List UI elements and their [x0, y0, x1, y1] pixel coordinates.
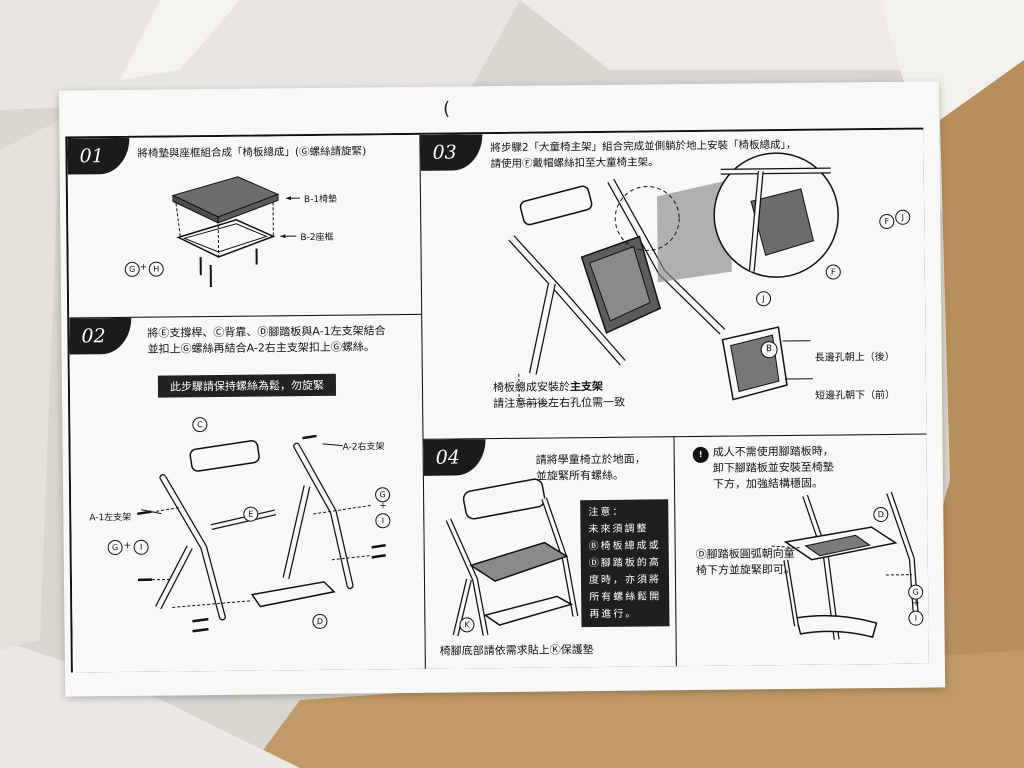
frame-assembly-illustration: [137, 434, 386, 633]
steps-grid: 01 將椅墊與座框組合成「椅板總成」(Ⓖ螺絲請旋緊) B-1椅墊: [65, 127, 929, 673]
fastener-g-circle: G: [107, 539, 123, 556]
seat-assembly-illustration: [171, 176, 300, 288]
fastener-plus: +: [139, 262, 148, 273]
fastener-i-circle: I: [133, 539, 149, 555]
step-02-panel: 02 將Ⓔ支撐桿、Ⓒ背靠、Ⓓ腳踏板與A-1左支架結合 並扣上Ⓖ螺絲再結合A-2右…: [69, 313, 426, 673]
step-04-panel: 04 請將學童椅立於地面， 並旋緊所有螺絲。 注意： 未來須調整 Ⓑ椅板總成或 …: [422, 436, 677, 669]
note-title: 注意：: [588, 506, 625, 519]
part-k-circle: K: [459, 617, 475, 633]
label-short-side: 短邊孔朝下（前）: [815, 389, 896, 402]
label-a1: A-1左支架: [89, 512, 132, 524]
step-03-panel: 03 將步驟2「大童椅主架」組合完成並側躺於地上安裝「椅板總成」， 請使用Ⓕ戴帽…: [419, 129, 927, 440]
part-f-circle-top: F: [879, 213, 895, 230]
note-line: 所有螺絲鬆開: [589, 591, 662, 604]
step-01-panel: 01 將椅墊與座框組合成「椅板總成」(Ⓖ螺絲請旋緊) B-1椅墊: [67, 134, 423, 319]
step-05-panel: ! 成人不需使用腳踏板時， 卸下腳踏板並安裝至椅墊 下方，加強結構穩固。 D Ⓓ…: [673, 433, 929, 667]
note-line: 未來須調整: [588, 523, 649, 536]
assembled-chair-illustration: [445, 478, 579, 637]
label-a2: A-2右支架: [342, 442, 385, 453]
part-d-circle: D: [312, 613, 328, 629]
fastener-g-circle: G: [124, 261, 140, 277]
step-04-footer: 椅腳底部請依需求貼上Ⓚ保護墊: [439, 643, 594, 658]
header-mark: (: [442, 98, 451, 120]
part-f-circle: F: [825, 264, 841, 280]
footrest-relocation-illustration: [771, 491, 920, 640]
note-line: Ⓑ椅板總成或: [588, 540, 661, 553]
fastener-plus: +: [912, 598, 920, 609]
fastener-i-circle: I: [908, 610, 924, 626]
step-03-caption-line2: 請注意前後左右孔位需一致: [493, 395, 626, 411]
label-long-side: 長邊孔朝上（後）: [814, 351, 895, 364]
note-line: Ⓓ腳踏板的高: [588, 557, 661, 570]
fastener-plus-right: +: [379, 501, 387, 512]
fastener-plus: +: [123, 540, 132, 551]
part-e-circle: E: [243, 506, 259, 522]
note-line: 再進行。: [589, 608, 638, 621]
step-04-note-box: 注意： 未來須調整 Ⓑ椅板總成或 Ⓓ腳踏板的高 度時，亦須將 所有螺絲鬆開 再進…: [580, 499, 670, 628]
part-b-circle: B: [760, 341, 778, 359]
label-b1: B-1椅墊: [303, 194, 338, 206]
note-line: 度時，亦須將: [588, 574, 662, 587]
part-j-circle: J: [755, 291, 772, 307]
step-03-caption-line1: 椅板總成安裝於主支架: [492, 379, 604, 395]
part-j-circle-top: J: [895, 209, 911, 225]
step-05-desc-line2: 椅下方並旋緊即可。: [695, 562, 795, 577]
fastener-g-circle: G: [908, 584, 924, 600]
instruction-sheet: ( 01 將椅墊與座框組合成「椅板總成」(Ⓖ螺絲請旋緊): [58, 81, 946, 697]
fastener-h-circle: H: [148, 261, 164, 277]
fastener-i-circle-right: I: [375, 513, 391, 529]
part-c-circle: C: [192, 417, 208, 433]
step-05-desc-line1: Ⓓ腳踏板圓弧朝向童: [695, 546, 795, 561]
fastener-g-circle-right: G: [375, 487, 391, 503]
part-d-circle: D: [873, 506, 889, 523]
seat-mount-illustration: [508, 152, 839, 405]
label-b2: B-2座框: [300, 232, 334, 244]
